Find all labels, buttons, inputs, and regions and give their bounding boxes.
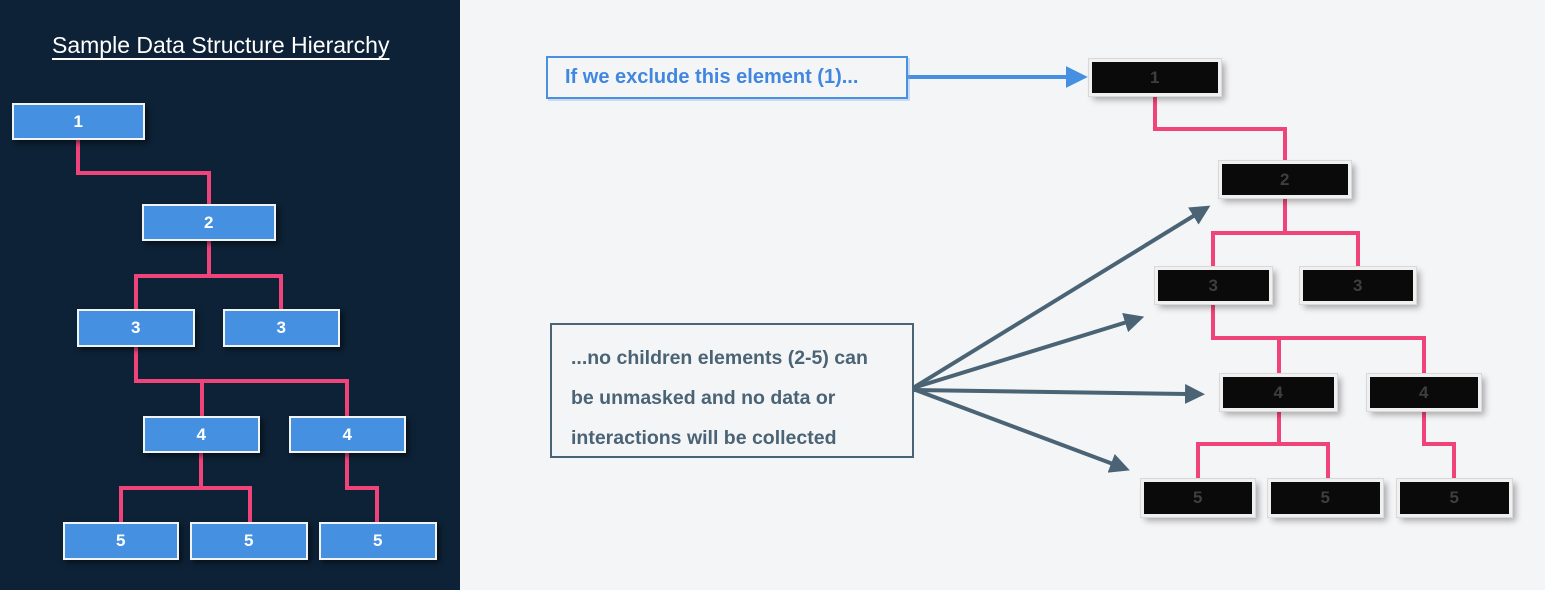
masked-tree-node-5a: 5 [1141,479,1255,517]
callout-children-line-3: interactions will be collected [571,427,837,449]
left-tree-node-5a: 5 [63,522,179,560]
arrow-to-level-2 [911,205,1211,390]
arrow-to-level-5 [912,387,1130,473]
tree-connector [1153,96,1287,161]
callout-children-line-2: be unmasked and no data or [571,387,836,409]
masked-tree-node-3b: 3 [1300,267,1416,304]
tree-connector [1196,411,1330,479]
masked-tree-node-2: 2 [1219,161,1351,198]
masked-tree-node-1: 1 [1089,59,1221,96]
left-tree-node-2: 2 [142,204,276,241]
left-tree-node-4b: 4 [289,416,406,453]
tree-connector [1422,411,1456,479]
tree-connector [119,453,252,522]
masked-tree-node-3a: 3 [1155,267,1272,304]
left-tree-node-3a: 3 [77,309,195,347]
tree-connector [345,453,379,522]
tree-connector [76,140,211,204]
callout-children-line-1: ...no children elements (2-5) can [571,347,868,369]
masked-tree-node-5b: 5 [1268,479,1383,517]
right-tree-connectors [1153,96,1456,479]
left-tree-node-1: 1 [12,103,145,140]
arrow-to-level-4 [912,383,1205,404]
tree-connector [1211,304,1426,374]
callout-exclude-text: If we exclude this element (1)... [565,66,859,88]
page-title: Sample Data Structure Hierarchy [52,32,390,58]
tree-connector [134,347,349,416]
left-tree-node-5b: 5 [190,522,308,560]
left-tree-connectors [76,140,379,522]
tree-connector [134,241,283,309]
children-arrows [911,205,1211,473]
left-tree-node-4a: 4 [143,416,260,453]
arrow-to-level-3 [912,313,1145,390]
callout-exclude-element: If we exclude this element (1)... [546,56,908,99]
tree-connector [1211,198,1360,267]
callout-no-children: ...no children elements (2-5) can be unm… [550,323,914,458]
left-tree-node-3b: 3 [223,309,340,347]
masked-tree-node-4b: 4 [1367,374,1481,411]
masked-tree-node-5c: 5 [1397,479,1512,517]
sample-hierarchy-panel [0,0,460,590]
left-tree-node-5c: 5 [319,522,437,560]
masked-tree-node-4a: 4 [1220,374,1337,411]
